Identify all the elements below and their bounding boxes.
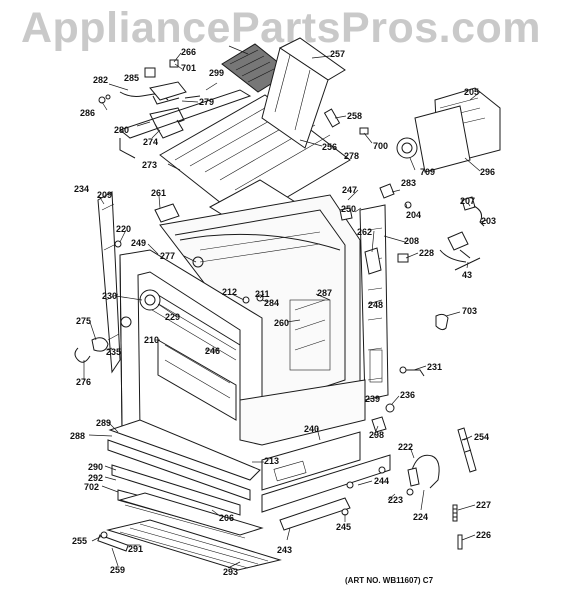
part-label: 282	[93, 75, 109, 85]
watermark: AppliancePartsPros.com	[20, 4, 541, 52]
part-label: 235	[106, 347, 122, 357]
part-label: 240	[304, 424, 320, 434]
part-label: 250	[341, 204, 357, 214]
part-label: 212	[222, 287, 238, 297]
part-label: 228	[419, 248, 435, 258]
part-label: 239	[365, 394, 381, 404]
part-label: 256	[322, 142, 338, 152]
part-label: 208	[404, 236, 420, 246]
part-label: 703	[462, 306, 478, 316]
part-label: 260	[274, 318, 290, 328]
part-label: 285	[124, 73, 140, 83]
part-label: 223	[388, 495, 404, 505]
part-broiler-drawer	[97, 419, 282, 571]
part-lower-right-hardware	[341, 427, 477, 550]
part-brackets	[371, 313, 449, 433]
part-label: 257	[330, 49, 346, 59]
part-label: 296	[480, 167, 496, 177]
part-label: 226	[476, 530, 492, 540]
part-label: 248	[368, 300, 384, 310]
part-label: 205	[464, 87, 480, 97]
part-label: 275	[76, 316, 92, 326]
part-label: 701	[181, 63, 197, 73]
part-label: 230	[102, 291, 118, 301]
part-label: 273	[142, 160, 158, 170]
part-label: 43	[462, 270, 473, 280]
part-label: 274	[143, 137, 159, 147]
part-label: 266	[181, 47, 197, 57]
part-label: 286	[80, 108, 96, 118]
part-left-hardware	[74, 203, 264, 363]
part-label: 258	[347, 111, 363, 121]
part-label: 280	[114, 125, 130, 135]
part-igniter-parts	[98, 59, 201, 139]
part-label: 227	[476, 500, 492, 510]
part-label: 236	[400, 390, 416, 400]
part-label: 224	[413, 512, 429, 522]
part-label: 245	[336, 522, 352, 532]
part-label: 293	[223, 567, 239, 577]
part-label: 204	[406, 210, 422, 220]
part-label: 298	[369, 430, 385, 440]
part-label: 277	[160, 251, 176, 261]
part-right-hardware	[339, 207, 382, 275]
part-label: 247	[342, 185, 358, 195]
part-label: 203	[481, 216, 497, 226]
part-label: 283	[401, 178, 417, 188]
part-label: 259	[110, 565, 126, 575]
part-label: 700	[373, 141, 389, 151]
leader-lines	[83, 45, 488, 569]
part-label: 278	[344, 151, 360, 161]
part-label: 246	[205, 346, 221, 356]
part-label: 261	[151, 188, 167, 198]
part-label: 255	[72, 536, 88, 546]
part-label: 234	[74, 184, 90, 194]
part-valves	[379, 183, 485, 271]
part-label: 292	[88, 473, 104, 483]
part-label: 276	[76, 377, 92, 387]
part-label: 279	[199, 97, 215, 107]
part-label: 287	[317, 288, 333, 298]
part-label: 206	[219, 513, 235, 523]
part-label: 243	[277, 545, 293, 555]
part-label: 231	[427, 362, 443, 372]
part-label: 249	[131, 238, 147, 248]
part-label: 254	[474, 432, 490, 442]
part-lower-front-panels	[239, 379, 391, 531]
part-burner-box	[323, 87, 501, 173]
part-label: 209	[97, 190, 113, 200]
part-label: 299	[209, 68, 225, 78]
part-label: 220	[116, 224, 132, 234]
part-label: 213	[264, 456, 280, 466]
part-label: 211	[255, 289, 270, 299]
part-label: 289	[96, 418, 112, 428]
part-label: 210	[144, 335, 160, 345]
part-label: 262	[357, 227, 373, 237]
part-top-cover	[261, 37, 346, 149]
part-label: 229	[165, 312, 181, 322]
part-label: 290	[88, 462, 104, 472]
part-label: 702	[84, 482, 100, 492]
art-number: (ART NO. WB11607) C7	[345, 576, 434, 585]
part-label: 291	[128, 544, 144, 554]
part-label: 709	[420, 167, 436, 177]
part-left-side-panel	[97, 191, 121, 374]
part-label: 222	[398, 442, 414, 452]
part-label: 284	[264, 298, 280, 308]
part-label: 207	[460, 196, 476, 206]
part-label: 288	[70, 431, 86, 441]
part-label: 244	[374, 476, 390, 486]
